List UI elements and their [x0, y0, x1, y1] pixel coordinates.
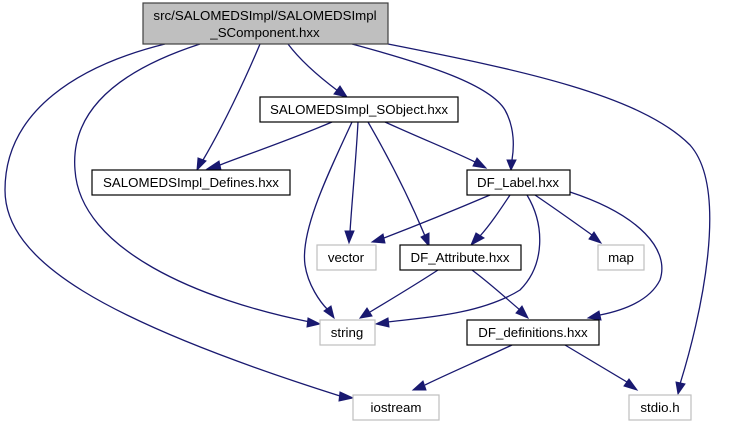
node-root-file[interactable]: src/SALOMEDSImpl/SALOMEDSImpl _SComponen…	[142, 2, 389, 45]
edge-dfdefinitions-to-iostream	[411, 344, 513, 391]
edge-sobject-to-vector	[344, 121, 359, 245]
edge-sobject-to-dfattribute	[367, 121, 430, 248]
node-label: map	[608, 250, 634, 265]
node-iostream[interactable]: iostream	[352, 394, 440, 421]
node-label: vector	[328, 250, 365, 265]
edge-root-to-sobject	[287, 43, 349, 98]
edges	[4, 43, 711, 402]
edge-root-to-iostream	[4, 43, 355, 402]
node-string[interactable]: string	[319, 319, 376, 346]
node-map[interactable]: map	[597, 244, 645, 271]
edge-sobject-to-defines	[205, 121, 333, 171]
nodes: src/SALOMEDSImpl/SALOMEDSImpl _SComponen…	[91, 2, 692, 421]
node-label: string	[331, 325, 364, 340]
edge-root-to-defines	[196, 43, 261, 172]
node-label: iostream	[371, 400, 422, 415]
edge-dflabel-to-dfdefinitions	[569, 191, 663, 321]
edge-sobject-to-dflabel	[384, 121, 488, 169]
node-label-line-1: src/SALOMEDSImpl/SALOMEDSImpl	[153, 8, 376, 23]
edge-dfattribute-to-string	[358, 269, 439, 319]
edge-root-to-string	[74, 43, 322, 328]
node-label: SALOMEDSImpl_Defines.hxx	[103, 175, 279, 190]
node-label: DF_Attribute.hxx	[410, 250, 509, 265]
edge-sobject-to-string	[303, 121, 353, 320]
node-label: stdio.h	[640, 400, 679, 415]
node-dfdefinitions[interactable]: DF_definitions.hxx	[466, 319, 600, 346]
edge-dflabel-to-vector	[370, 194, 491, 244]
edge-dflabel-to-string	[374, 194, 541, 328]
edge-root-to-dflabel	[351, 43, 517, 172]
node-label: DF_definitions.hxx	[478, 325, 588, 340]
node-dflabel[interactable]: DF_Label.hxx	[466, 169, 571, 196]
node-vector[interactable]: vector	[316, 244, 377, 271]
node-label-line-2: _SComponent.hxx	[209, 25, 320, 40]
node-stdio[interactable]: stdio.h	[628, 394, 692, 421]
node-sobject[interactable]: SALOMEDSImpl_SObject.hxx	[259, 96, 459, 123]
node-dfattribute[interactable]: DF_Attribute.hxx	[399, 244, 522, 271]
edge-dfdefinitions-to-stdio	[564, 344, 639, 391]
edge-dflabel-to-dfattribute	[469, 194, 511, 247]
edge-root-to-stdio	[387, 43, 711, 396]
edge-dfattribute-to-dfdefinitions	[471, 269, 530, 319]
node-label: DF_Label.hxx	[477, 175, 559, 190]
node-label: SALOMEDSImpl_SObject.hxx	[270, 102, 448, 117]
node-defines[interactable]: SALOMEDSImpl_Defines.hxx	[91, 169, 291, 196]
edge-dflabel-to-map	[534, 194, 603, 244]
